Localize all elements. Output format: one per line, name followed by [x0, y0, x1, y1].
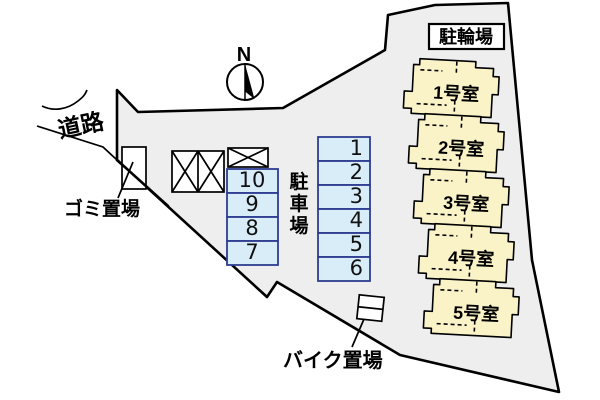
bike-pointer-line — [351, 318, 365, 348]
bike-storage: バイク置場 — [283, 293, 386, 372]
bike-storage-label: バイク置場 — [283, 349, 383, 372]
parking-lot-label: 駐 車 場 — [289, 170, 308, 237]
room-unit-5: 5号室 — [422, 277, 520, 339]
parking-right-column: 1 2 3 4 5 6 — [317, 136, 371, 282]
road-edge-line — [36, 125, 118, 161]
road-edge-curve — [41, 89, 88, 111]
double-x-marker-icon — [171, 150, 225, 193]
parking-stall-1: 1 — [350, 136, 363, 160]
garbage-pointer-line — [117, 161, 134, 199]
svg-text:車: 車 — [289, 192, 308, 215]
svg-text:場: 場 — [289, 215, 308, 237]
bicycle-parking-sign: 駐輪場 — [427, 22, 506, 51]
room-unit-4: 4号室 — [417, 222, 515, 284]
room-label-1: 1号室 — [433, 81, 480, 104]
parking-stall-4: 4 — [350, 208, 363, 232]
garbage-area-label: ゴミ置場 — [64, 197, 140, 220]
room-label-3: 3号室 — [443, 191, 490, 214]
parking-stall-8: 8 — [245, 216, 258, 240]
parking-stall-2: 2 — [350, 160, 363, 184]
parking-stall-7: 7 — [245, 240, 258, 264]
parking-stall-5: 5 — [350, 232, 363, 256]
compass-north-label: N — [237, 44, 251, 66]
parking-left-column: 10 9 8 7 — [226, 168, 279, 266]
room-unit-2: 2号室 — [407, 112, 505, 174]
parking-stall-9: 9 — [245, 192, 258, 216]
room-unit-1: 1号室 — [402, 57, 500, 119]
parking-stall-3: 3 — [350, 184, 363, 208]
room-label-2: 2号室 — [438, 136, 485, 159]
single-x-marker-icon — [227, 147, 269, 168]
room-label-5: 5号室 — [453, 301, 500, 324]
bicycle-parking-label: 駐輪場 — [439, 26, 493, 47]
road-label: 道路 — [56, 108, 107, 143]
parking-stall-6: 6 — [350, 256, 363, 280]
north-compass-icon: N — [226, 44, 264, 101]
parking-stall-10: 10 — [239, 168, 266, 192]
svg-text:駐: 駐 — [289, 170, 308, 193]
boundary-over-garbage — [115, 158, 170, 208]
room-unit-3: 3号室 — [412, 167, 510, 229]
garbage-area: ゴミ置場 — [64, 146, 170, 220]
room-label-4: 4号室 — [448, 246, 495, 269]
building: 1号室 2号室 3号室 4号室 5号室 — [402, 57, 520, 339]
